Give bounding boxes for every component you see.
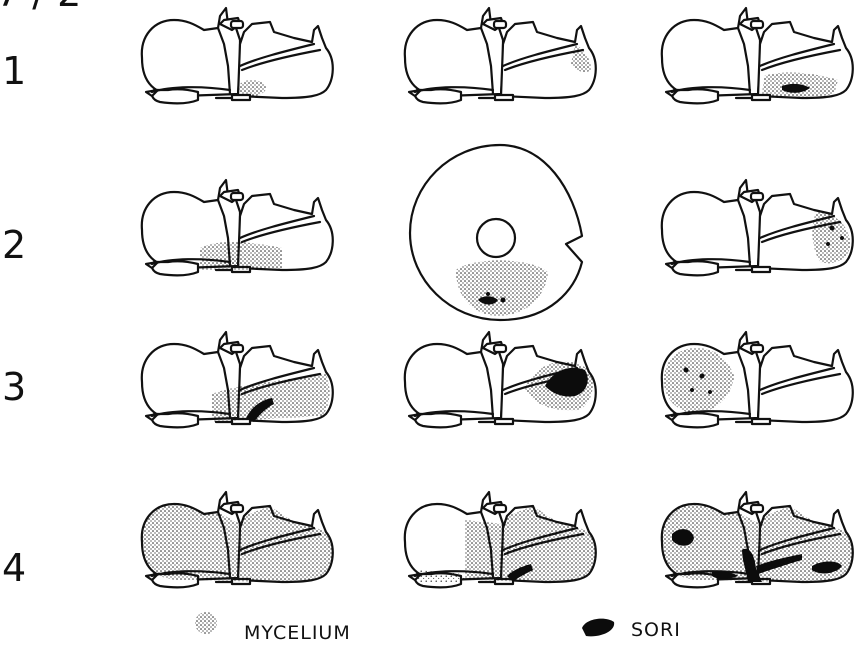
head-r2c1 [142, 180, 333, 275]
head-r2c3 [662, 180, 853, 275]
legend-sori: SORI [582, 619, 681, 641]
head-r3c2 [405, 332, 596, 427]
legend: MYCELIUM SORI [195, 612, 681, 644]
head-r1c1 [142, 8, 333, 103]
figure-corner-label: 7 / 2 [0, 0, 81, 15]
head-r4c3 [662, 492, 853, 587]
row-label-2: 2 [2, 223, 26, 267]
head-r4c2 [405, 492, 596, 587]
sori-swatch-icon [582, 619, 614, 637]
legend-sori-label: SORI [631, 619, 681, 641]
row-label-3: 3 [2, 365, 26, 409]
head-r3c1 [142, 332, 333, 427]
row-label-4: 4 [2, 546, 26, 590]
head-r1c3 [662, 8, 853, 103]
cross-section-r2c2 [410, 145, 582, 320]
head-r4c1 [142, 492, 333, 587]
row-label-1: 1 [2, 49, 26, 93]
mycelium-swatch-icon [195, 612, 217, 634]
legend-mycelium: MYCELIUM [195, 612, 351, 644]
head-r1c2 [405, 8, 596, 103]
legend-mycelium-label: MYCELIUM [244, 622, 351, 644]
head-r3c3 [662, 332, 853, 427]
